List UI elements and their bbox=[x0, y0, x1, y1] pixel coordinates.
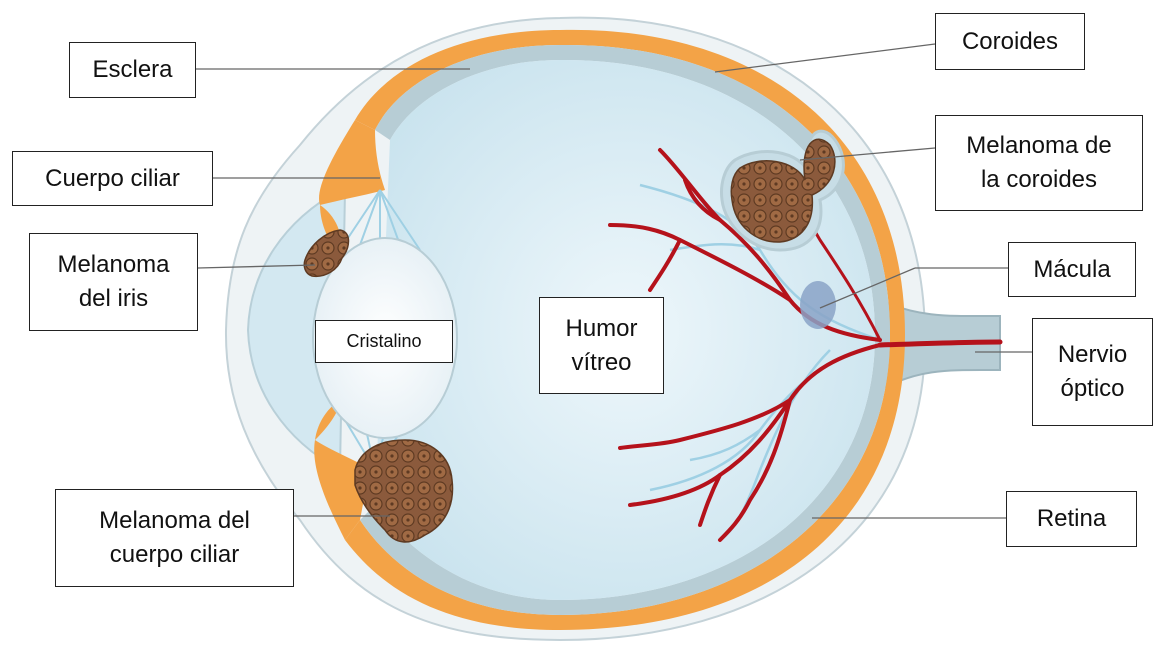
macula-spot bbox=[800, 281, 836, 329]
label-nervio-optico-line2: óptico bbox=[1060, 372, 1124, 406]
label-nervio-optico-line1: Nervio bbox=[1058, 338, 1127, 372]
label-melanoma-cuerpo-ciliar-line2: cuerpo ciliar bbox=[110, 538, 239, 572]
label-coroides: Coroides bbox=[935, 13, 1085, 70]
label-melanoma-coroides-line1: Melanoma de bbox=[966, 129, 1111, 163]
label-melanoma-coroides-line2: la coroides bbox=[981, 163, 1097, 197]
label-macula-text: Mácula bbox=[1033, 253, 1110, 287]
label-humor-vitreo: Humor vítreo bbox=[539, 297, 664, 394]
label-cristalino-text: Cristalino bbox=[346, 329, 421, 354]
label-coroides-text: Coroides bbox=[962, 25, 1058, 59]
label-melanoma-iris: Melanoma del iris bbox=[29, 233, 198, 331]
label-nervio-optico: Nervio óptico bbox=[1032, 318, 1153, 426]
label-humor-vitreo-line2: vítreo bbox=[571, 346, 631, 380]
label-melanoma-cuerpo-ciliar-line1: Melanoma del bbox=[99, 504, 250, 538]
label-cristalino: Cristalino bbox=[315, 320, 453, 363]
label-esclera: Esclera bbox=[69, 42, 196, 98]
label-cuerpo-ciliar: Cuerpo ciliar bbox=[12, 151, 213, 206]
label-melanoma-cuerpo-ciliar: Melanoma del cuerpo ciliar bbox=[55, 489, 294, 587]
label-humor-vitreo-line1: Humor bbox=[565, 312, 637, 346]
label-melanoma-iris-line1: Melanoma bbox=[57, 248, 169, 282]
label-melanoma-iris-line2: del iris bbox=[79, 282, 148, 316]
label-retina-text: Retina bbox=[1037, 502, 1106, 536]
label-cuerpo-ciliar-text: Cuerpo ciliar bbox=[45, 162, 180, 196]
label-esclera-text: Esclera bbox=[92, 53, 172, 87]
label-melanoma-coroides: Melanoma de la coroides bbox=[935, 115, 1143, 211]
label-macula: Mácula bbox=[1008, 242, 1136, 297]
label-retina: Retina bbox=[1006, 491, 1137, 547]
